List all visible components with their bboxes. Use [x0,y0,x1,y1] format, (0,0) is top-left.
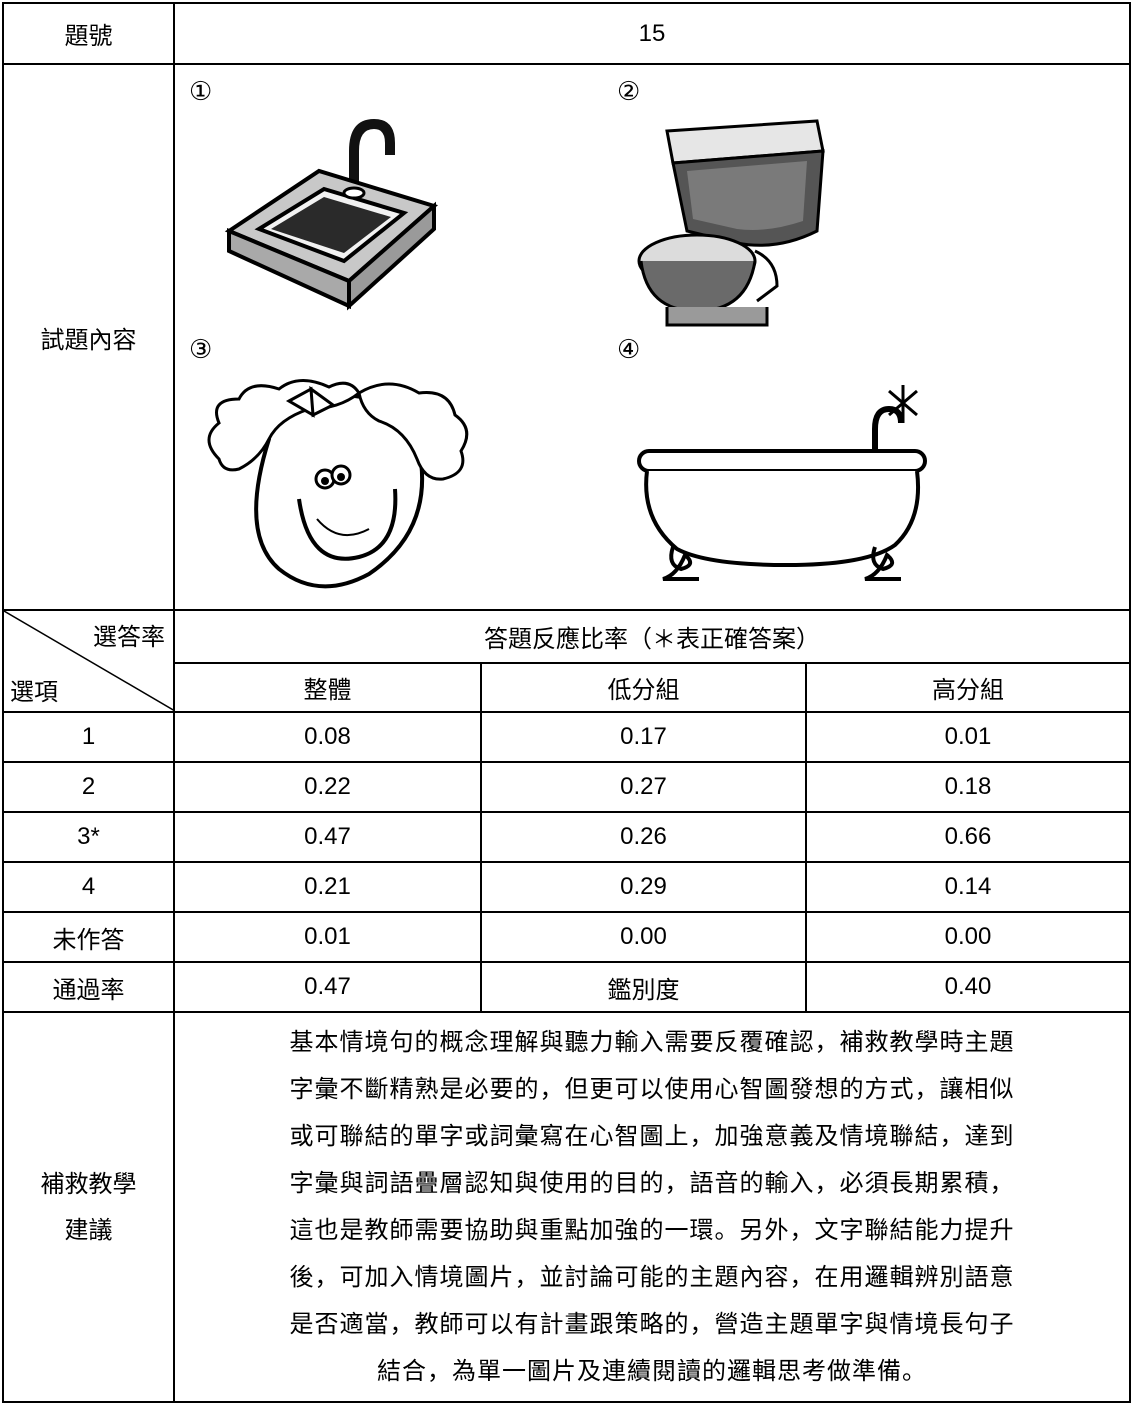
row-all: 0.22 [173,761,482,813]
row-high: 0.01 [804,711,1131,763]
table-row: 2 0.22 0.27 0.18 [2,761,1131,813]
pass-rate-value: 0.47 [173,961,482,1013]
row-option: 3* [2,811,175,863]
remedial-line: 是否適當，教師可以有計畫跟策略的，營造主題單字與情境長句子 [289,1310,1015,1338]
question-content-label: 試題內容 [2,63,175,611]
table-row: 未作答 0.01 0.00 0.00 [2,911,1131,963]
option-2-mark: ② [617,77,641,107]
row-low: 0.26 [480,811,807,863]
sink-icon [224,119,439,311]
remedial-text: 基本情境句的概念理解與聽力輸入需要反覆確認，補救教學時主題 字彙不斷精熟是必要的… [172,1011,1131,1403]
diag-top-label: 選答率 [93,623,165,651]
pass-rate-label: 通過率 [2,961,175,1013]
remedial-line: 後，可加入情境圖片，並討論可能的主題內容，在用邏輯辨別語意 [289,1263,1015,1291]
item-number-row: 題號 15 [2,2,1131,65]
row-low: 0.27 [480,761,807,813]
diagonal-line [4,611,175,711]
remedial-line: 結合，為單一圖片及連續閱讀的邏輯思考做準備。 [377,1357,927,1385]
table-row: 4 0.21 0.29 0.14 [2,861,1131,913]
option-1-mark: ① [189,77,213,107]
item-number-value: 15 [172,2,1131,65]
bathtub-icon [637,385,927,581]
row-high: 0.00 [804,911,1131,963]
option-2: ② [617,77,1057,337]
row-all: 0.08 [173,711,482,763]
row-all: 0.47 [173,811,482,863]
remedial-row: 補救教學 建議 基本情境句的概念理解與聽力輸入需要反覆確認，補救教學時主題 字彙… [2,1011,1131,1403]
remedial-line: 字彙與詞語疊層認知與使用的目的，語音的輸入，必須長期累積， [289,1169,1015,1197]
option-1: ① [189,77,629,337]
stats-columns-row: 整體 低分組 高分組 [3,662,1131,713]
remedial-line: 或可聯結的單字或詞彙寫在心智圖上，加強意義及情境聯結，達到 [289,1122,1015,1150]
stats-header: 答題反應比率（＊表正確答案） [172,608,1131,665]
remedial-label-line1: 補救教學 [40,1170,137,1198]
pass-rate-row: 通過率 0.47 鑑別度 0.40 [2,961,1131,1013]
row-all: 0.01 [173,911,482,963]
remedial-label: 補救教學 建議 [2,1011,175,1403]
row-option: 4 [2,861,175,913]
remedial-label-line2: 建議 [64,1216,113,1244]
question-content-row: 試題內容 ① ② [2,63,1131,611]
row-low: 0.17 [480,711,807,763]
discrimination-value: 0.40 [804,961,1131,1013]
row-all: 0.21 [173,861,482,913]
col-header-high: 高分組 [804,662,1131,713]
row-high: 0.14 [804,861,1131,913]
col-header-all: 整體 [173,662,482,713]
discrimination-label: 鑑別度 [480,961,807,1013]
remedial-line: 基本情境句的概念理解與聽力輸入需要反覆確認，補救教學時主題 [289,1028,1015,1056]
remedial-line: 字彙不斷精熟是必要的，但更可以使用心智圖發想的方式，讓相似 [289,1075,1015,1103]
row-option: 1 [2,711,175,763]
diag-bottom-label: 選項 [10,678,58,706]
row-high: 0.18 [804,761,1131,813]
table-row: 1 0.08 0.17 0.01 [2,711,1131,763]
girl-face-icon [207,379,469,589]
option-3: ③ [189,335,629,595]
option-3-mark: ③ [189,335,213,365]
table-row: 3* 0.47 0.26 0.66 [2,811,1131,863]
row-option: 未作答 [2,911,175,963]
option-4: ④ [617,335,1057,595]
stats-header-row: 選答率 選項 答題反應比率（＊表正確答案） [2,608,1131,713]
row-high: 0.66 [804,811,1131,863]
option-4-mark: ④ [617,335,641,365]
row-low: 0.29 [480,861,807,913]
remedial-line: 這也是教師需要協助與重點加強的一環。另外，文字聯結能力提升 [289,1216,1015,1244]
col-header-low: 低分組 [480,662,807,713]
row-option: 2 [2,761,175,813]
item-number-label: 題號 [2,2,175,65]
toilet-icon [637,119,825,327]
stats-diagonal-header: 選答率 選項 [2,609,175,713]
question-content: ① ② [172,63,1131,611]
row-low: 0.00 [480,911,807,963]
